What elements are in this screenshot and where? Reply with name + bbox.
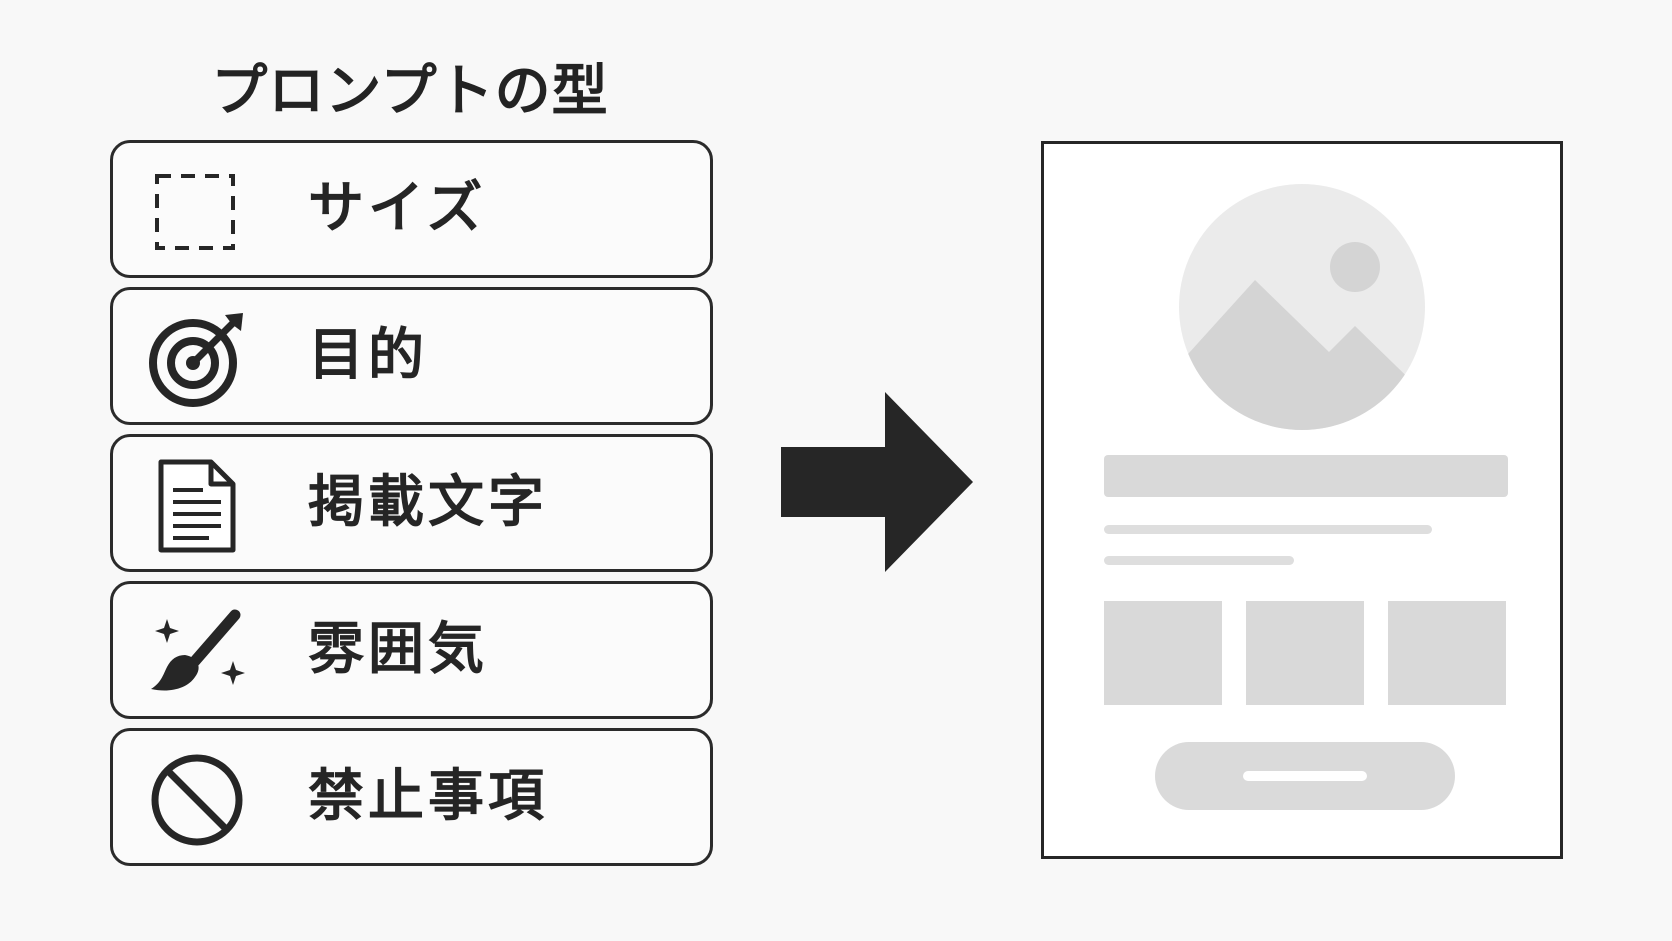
mock-tile [1104,601,1222,705]
item-label: 雰囲気 [308,617,488,682]
page-title: プロンプトの型 [211,59,609,124]
item-label: 目的 [308,323,428,388]
item-card-text-content: 掲載文字 [110,434,713,572]
document-icon [149,458,245,554]
output-page-mockup [1041,141,1563,859]
item-label: サイズ [308,176,487,241]
right-arrow-icon [781,392,973,572]
item-card-size: サイズ [110,140,713,278]
prompt-element-list: サイズ 目的 掲載文字 [110,140,713,875]
mock-tile [1388,601,1506,705]
item-label: 掲載文字 [308,470,548,535]
mock-text-line [1104,525,1432,534]
mock-heading-bar [1104,455,1508,497]
target-icon [149,311,245,407]
dashed-frame-icon [149,164,245,260]
mock-text-line [1104,556,1294,565]
image-placeholder-icon [1179,184,1425,430]
item-card-mood: 雰囲気 [110,581,713,719]
item-card-purpose: 目的 [110,287,713,425]
mock-tile [1246,601,1364,705]
item-card-prohibitions: 禁止事項 [110,728,713,866]
prohibited-icon [149,752,245,848]
mock-button [1155,742,1455,810]
item-label: 禁止事項 [308,764,548,829]
paintbrush-sparkles-icon [149,605,245,701]
mock-button-label-line [1243,771,1367,781]
